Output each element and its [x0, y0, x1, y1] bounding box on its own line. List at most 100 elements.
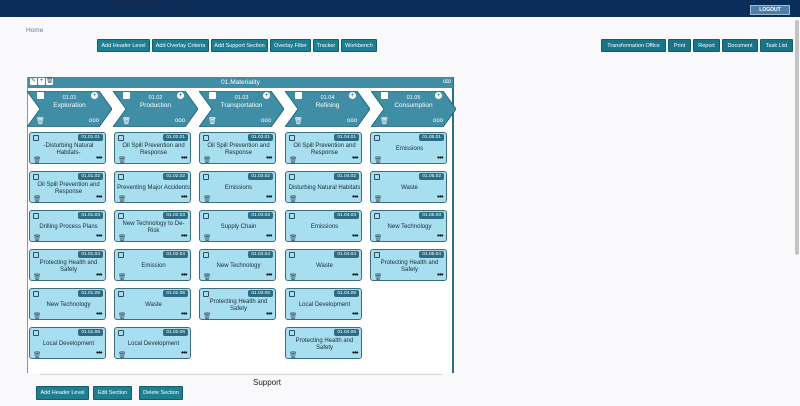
- criteria-card[interactable]: 01.01.01-Disturbing Natural Habitats-🗑••…: [29, 132, 106, 164]
- edit-section-button[interactable]: Edit Section: [93, 386, 132, 400]
- add-header-level-bottom-button[interactable]: Add Header Level: [36, 386, 89, 400]
- more-icon[interactable]: •••: [96, 311, 102, 318]
- edit-icon[interactable]: [381, 92, 388, 99]
- trash-icon[interactable]: 🗑: [289, 352, 298, 359]
- edit-icon[interactable]: [33, 252, 39, 258]
- more-icon[interactable]: •••: [96, 233, 102, 240]
- more-icon[interactable]: ooo: [347, 118, 358, 124]
- more-icon[interactable]: •••: [266, 272, 272, 279]
- document-button[interactable]: Document: [722, 39, 758, 52]
- edit-icon[interactable]: [289, 135, 295, 141]
- trash-icon[interactable]: 🗑: [208, 118, 217, 125]
- edit-icon[interactable]: [33, 291, 39, 297]
- trash-icon[interactable]: 🗑: [203, 196, 212, 203]
- trash-icon[interactable]: 🗑: [33, 352, 42, 359]
- edit-icon[interactable]: [289, 213, 295, 219]
- more-icon[interactable]: ooo: [175, 118, 186, 124]
- trash-icon[interactable]: 🗑: [374, 274, 383, 281]
- edit-icon[interactable]: [374, 213, 380, 219]
- edit-icon[interactable]: [203, 174, 209, 180]
- more-icon[interactable]: •••: [352, 311, 358, 318]
- more-icon[interactable]: ooo: [89, 118, 100, 124]
- edit-icon[interactable]: [33, 330, 39, 336]
- edit-icon[interactable]: [118, 291, 124, 297]
- add-header-level-button[interactable]: Add Header Level: [97, 39, 150, 52]
- edit-icon[interactable]: [203, 252, 209, 258]
- more-icon[interactable]: •••: [96, 155, 102, 162]
- more-icon[interactable]: •••: [437, 194, 443, 201]
- trash-icon[interactable]: 🗑: [289, 196, 298, 203]
- more-icon[interactable]: •••: [96, 194, 102, 201]
- more-icon[interactable]: •••: [352, 194, 358, 201]
- add-icon[interactable]: +: [177, 92, 184, 99]
- trash-icon[interactable]: 🗑: [46, 78, 54, 85]
- edit-icon[interactable]: [203, 213, 209, 219]
- more-icon[interactable]: ooo: [261, 118, 272, 124]
- trash-icon[interactable]: 🗑: [294, 118, 303, 125]
- more-icon[interactable]: •••: [437, 233, 443, 240]
- more-icon[interactable]: •••: [181, 155, 187, 162]
- edit-icon[interactable]: [289, 330, 295, 336]
- edit-icon[interactable]: [289, 291, 295, 297]
- trash-icon[interactable]: 🗑: [374, 157, 383, 164]
- more-icon[interactable]: •••: [266, 155, 272, 162]
- logout-button[interactable]: LOGOUT: [750, 5, 790, 15]
- delete-section-button[interactable]: Delete Section: [139, 386, 183, 400]
- trash-icon[interactable]: 🗑: [380, 118, 389, 125]
- trash-icon[interactable]: 🗑: [118, 352, 127, 359]
- trash-icon[interactable]: 🗑: [289, 235, 298, 242]
- edit-icon[interactable]: [118, 252, 124, 258]
- trash-icon[interactable]: 🗑: [203, 235, 212, 242]
- more-icon[interactable]: •••: [181, 311, 187, 318]
- edit-icon[interactable]: [118, 330, 124, 336]
- trash-icon[interactable]: 🗑: [36, 118, 45, 125]
- more-icon[interactable]: •••: [352, 350, 358, 357]
- edit-icon[interactable]: [123, 92, 130, 99]
- edit-icon[interactable]: [374, 174, 380, 180]
- more-icon[interactable]: •••: [266, 311, 272, 318]
- tracker-button[interactable]: Tracker: [313, 39, 339, 52]
- more-icon[interactable]: •••: [352, 233, 358, 240]
- edit-icon[interactable]: [203, 291, 209, 297]
- edit-icon[interactable]: [374, 252, 380, 258]
- trash-icon[interactable]: 🗑: [374, 235, 383, 242]
- more-icon[interactable]: •••: [181, 350, 187, 357]
- trash-icon[interactable]: 🗑: [118, 235, 127, 242]
- edit-icon[interactable]: [33, 213, 39, 219]
- more-icon[interactable]: •••: [181, 272, 187, 279]
- more-icon[interactable]: ooo: [433, 118, 444, 124]
- add-icon[interactable]: +: [38, 78, 45, 85]
- edit-icon[interactable]: [37, 92, 44, 99]
- edit-icon[interactable]: [289, 174, 295, 180]
- trash-icon[interactable]: 🗑: [33, 313, 42, 320]
- edit-icon[interactable]: [203, 135, 209, 141]
- more-icon[interactable]: •••: [437, 272, 443, 279]
- more-icon[interactable]: •••: [96, 272, 102, 279]
- edit-icon[interactable]: [118, 213, 124, 219]
- more-icon[interactable]: •••: [96, 350, 102, 357]
- trash-icon[interactable]: 🗑: [289, 157, 298, 164]
- trash-icon[interactable]: 🗑: [118, 313, 127, 320]
- trash-icon[interactable]: 🗑: [289, 274, 298, 281]
- home-link[interactable]: Home: [26, 27, 44, 34]
